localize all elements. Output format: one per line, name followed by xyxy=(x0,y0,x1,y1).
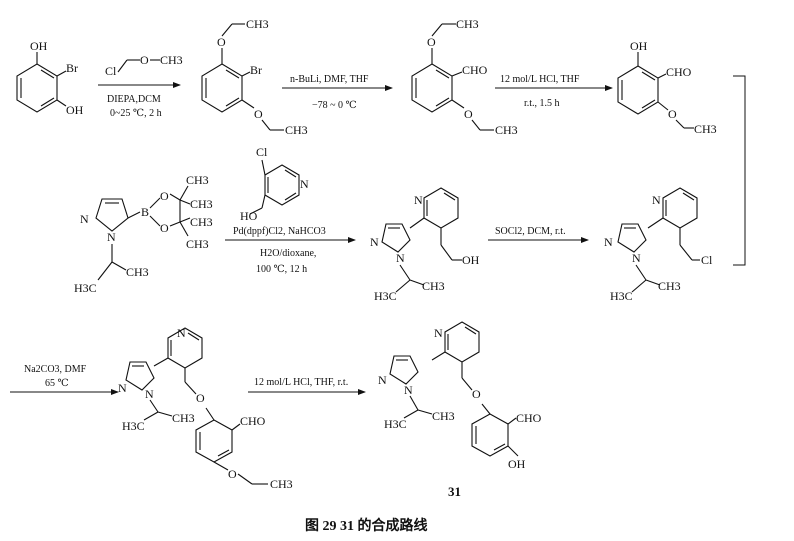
atom-label: N xyxy=(404,383,413,397)
condition-text: 0~25 ℃, 2 h xyxy=(110,108,162,119)
pyrazole-boronate: N N B O O CH3 CH3 CH3 CH3 H3C CH3 xyxy=(74,173,213,295)
atom-label: OH xyxy=(630,39,648,53)
atom-label: O xyxy=(196,391,205,405)
atom-label: CHO xyxy=(516,411,542,425)
atom-label: CHO xyxy=(666,65,692,79)
condition-text: Na2CO3, DMF xyxy=(24,364,87,375)
intermediate-3: OH CHO O CH3 xyxy=(617,39,717,136)
atom-label: CH3 xyxy=(160,53,183,67)
atom-label: O xyxy=(668,107,677,121)
atom-label: Cl xyxy=(701,253,713,267)
atom-label: CH3 xyxy=(126,265,149,279)
atom-label: O xyxy=(464,107,473,121)
atom-label: N xyxy=(652,193,661,207)
atom-label: N xyxy=(378,373,387,387)
atom-label: OH xyxy=(66,103,84,117)
compound-number: 31 xyxy=(448,484,461,499)
atom-label: O xyxy=(427,35,436,49)
atom-label: N xyxy=(604,235,613,249)
atom-label: N xyxy=(118,381,127,395)
atom-label: CH3 xyxy=(658,279,681,293)
atom-label: H3C xyxy=(384,417,407,431)
condition-text: 12 mol/L HCl, THF, r.t. xyxy=(254,377,348,388)
atom-label: N xyxy=(632,251,641,265)
atom-label: H3C xyxy=(374,289,397,303)
atom-label: CH3 xyxy=(495,123,518,137)
atom-label: N xyxy=(396,251,405,265)
condition-text: SOCl2, DCM, r.t. xyxy=(495,226,566,237)
atom-label: N xyxy=(177,326,186,340)
atom-label: CH3 xyxy=(432,409,455,423)
atom-label: O xyxy=(254,107,263,121)
atom-label: CH3 xyxy=(186,237,209,251)
atom-label: CH3 xyxy=(190,215,213,229)
atom-label: OH xyxy=(508,457,526,471)
atom-label: N xyxy=(414,193,423,207)
atom-label: Br xyxy=(250,63,262,77)
intermediate-6: N N N O CHO O CH3 H3C CH3 xyxy=(118,326,293,491)
condition-text: r.t., 1.5 h xyxy=(524,98,560,109)
condition-text: 12 mol/L HCl, THF xyxy=(500,74,580,85)
chloropyridine-methanol: Cl N HO xyxy=(240,145,309,223)
intermediate-2: O CH3 CHO O CH3 xyxy=(411,17,518,137)
condition-text: 65 ℃ xyxy=(45,378,69,389)
atom-label: CH3 xyxy=(186,173,209,187)
atom-label: N xyxy=(434,326,443,340)
atom-label: H3C xyxy=(610,289,633,303)
atom-label: Br xyxy=(66,61,78,75)
atom-label: N xyxy=(300,177,309,191)
product-31: N N N O CHO OH H3C CH3 xyxy=(378,321,542,471)
atom-label: CH3 xyxy=(172,411,195,425)
starting-material: OH Br OH xyxy=(16,39,84,117)
condition-text: H2O/dioxane, xyxy=(260,248,316,259)
atom-label: Cl xyxy=(256,145,268,159)
reagent-momcl: Cl O CH3 xyxy=(105,53,183,78)
atom-label: N xyxy=(107,230,116,244)
atom-label: CHO xyxy=(462,63,488,77)
intermediate-5: N N N Cl H3C CH3 xyxy=(604,187,713,303)
atom-label: OH xyxy=(462,253,480,267)
atom-label: CH3 xyxy=(246,17,269,31)
intermediate-1: O CH3 Br O CH3 xyxy=(201,17,308,137)
atom-label: O xyxy=(217,35,226,49)
atom-label: H3C xyxy=(122,419,145,433)
condition-text: n-BuLi, DMF, THF xyxy=(290,74,369,85)
atom-label: N xyxy=(80,212,89,226)
atom-label: O xyxy=(160,221,169,235)
atom-label: CH3 xyxy=(270,477,293,491)
atom-label: H3C xyxy=(74,281,97,295)
atom-label: O xyxy=(472,387,481,401)
condition-text: Pd(dppf)Cl2, NaHCO3 xyxy=(233,226,326,237)
atom-label: O xyxy=(140,53,149,67)
continuation-bracket xyxy=(733,75,746,266)
atom-label: CH3 xyxy=(190,197,213,211)
atom-label: CH3 xyxy=(456,17,479,31)
atom-label: CH3 xyxy=(694,122,717,136)
atom-label: O xyxy=(160,189,169,203)
atom-label: OH xyxy=(30,39,48,53)
atom-label: B xyxy=(141,205,149,219)
atom-label: CHO xyxy=(240,414,266,428)
atom-label: N xyxy=(370,235,379,249)
condition-text: −78 ~ 0 ℃ xyxy=(312,100,357,111)
atom-label: CH3 xyxy=(285,123,308,137)
condition-text: 100 ℃, 12 h xyxy=(256,264,307,275)
atom-label: O xyxy=(228,467,237,481)
atom-label: N xyxy=(145,387,154,401)
condition-text: DIEPA,DCM xyxy=(107,94,161,105)
atom-label: Cl xyxy=(105,64,117,78)
atom-label: HO xyxy=(240,209,258,223)
intermediate-4: N N N OH H3C CH3 xyxy=(370,187,480,303)
atom-label: CH3 xyxy=(422,279,445,293)
figure-caption: 图 29 31 的合成路线 xyxy=(305,517,428,534)
